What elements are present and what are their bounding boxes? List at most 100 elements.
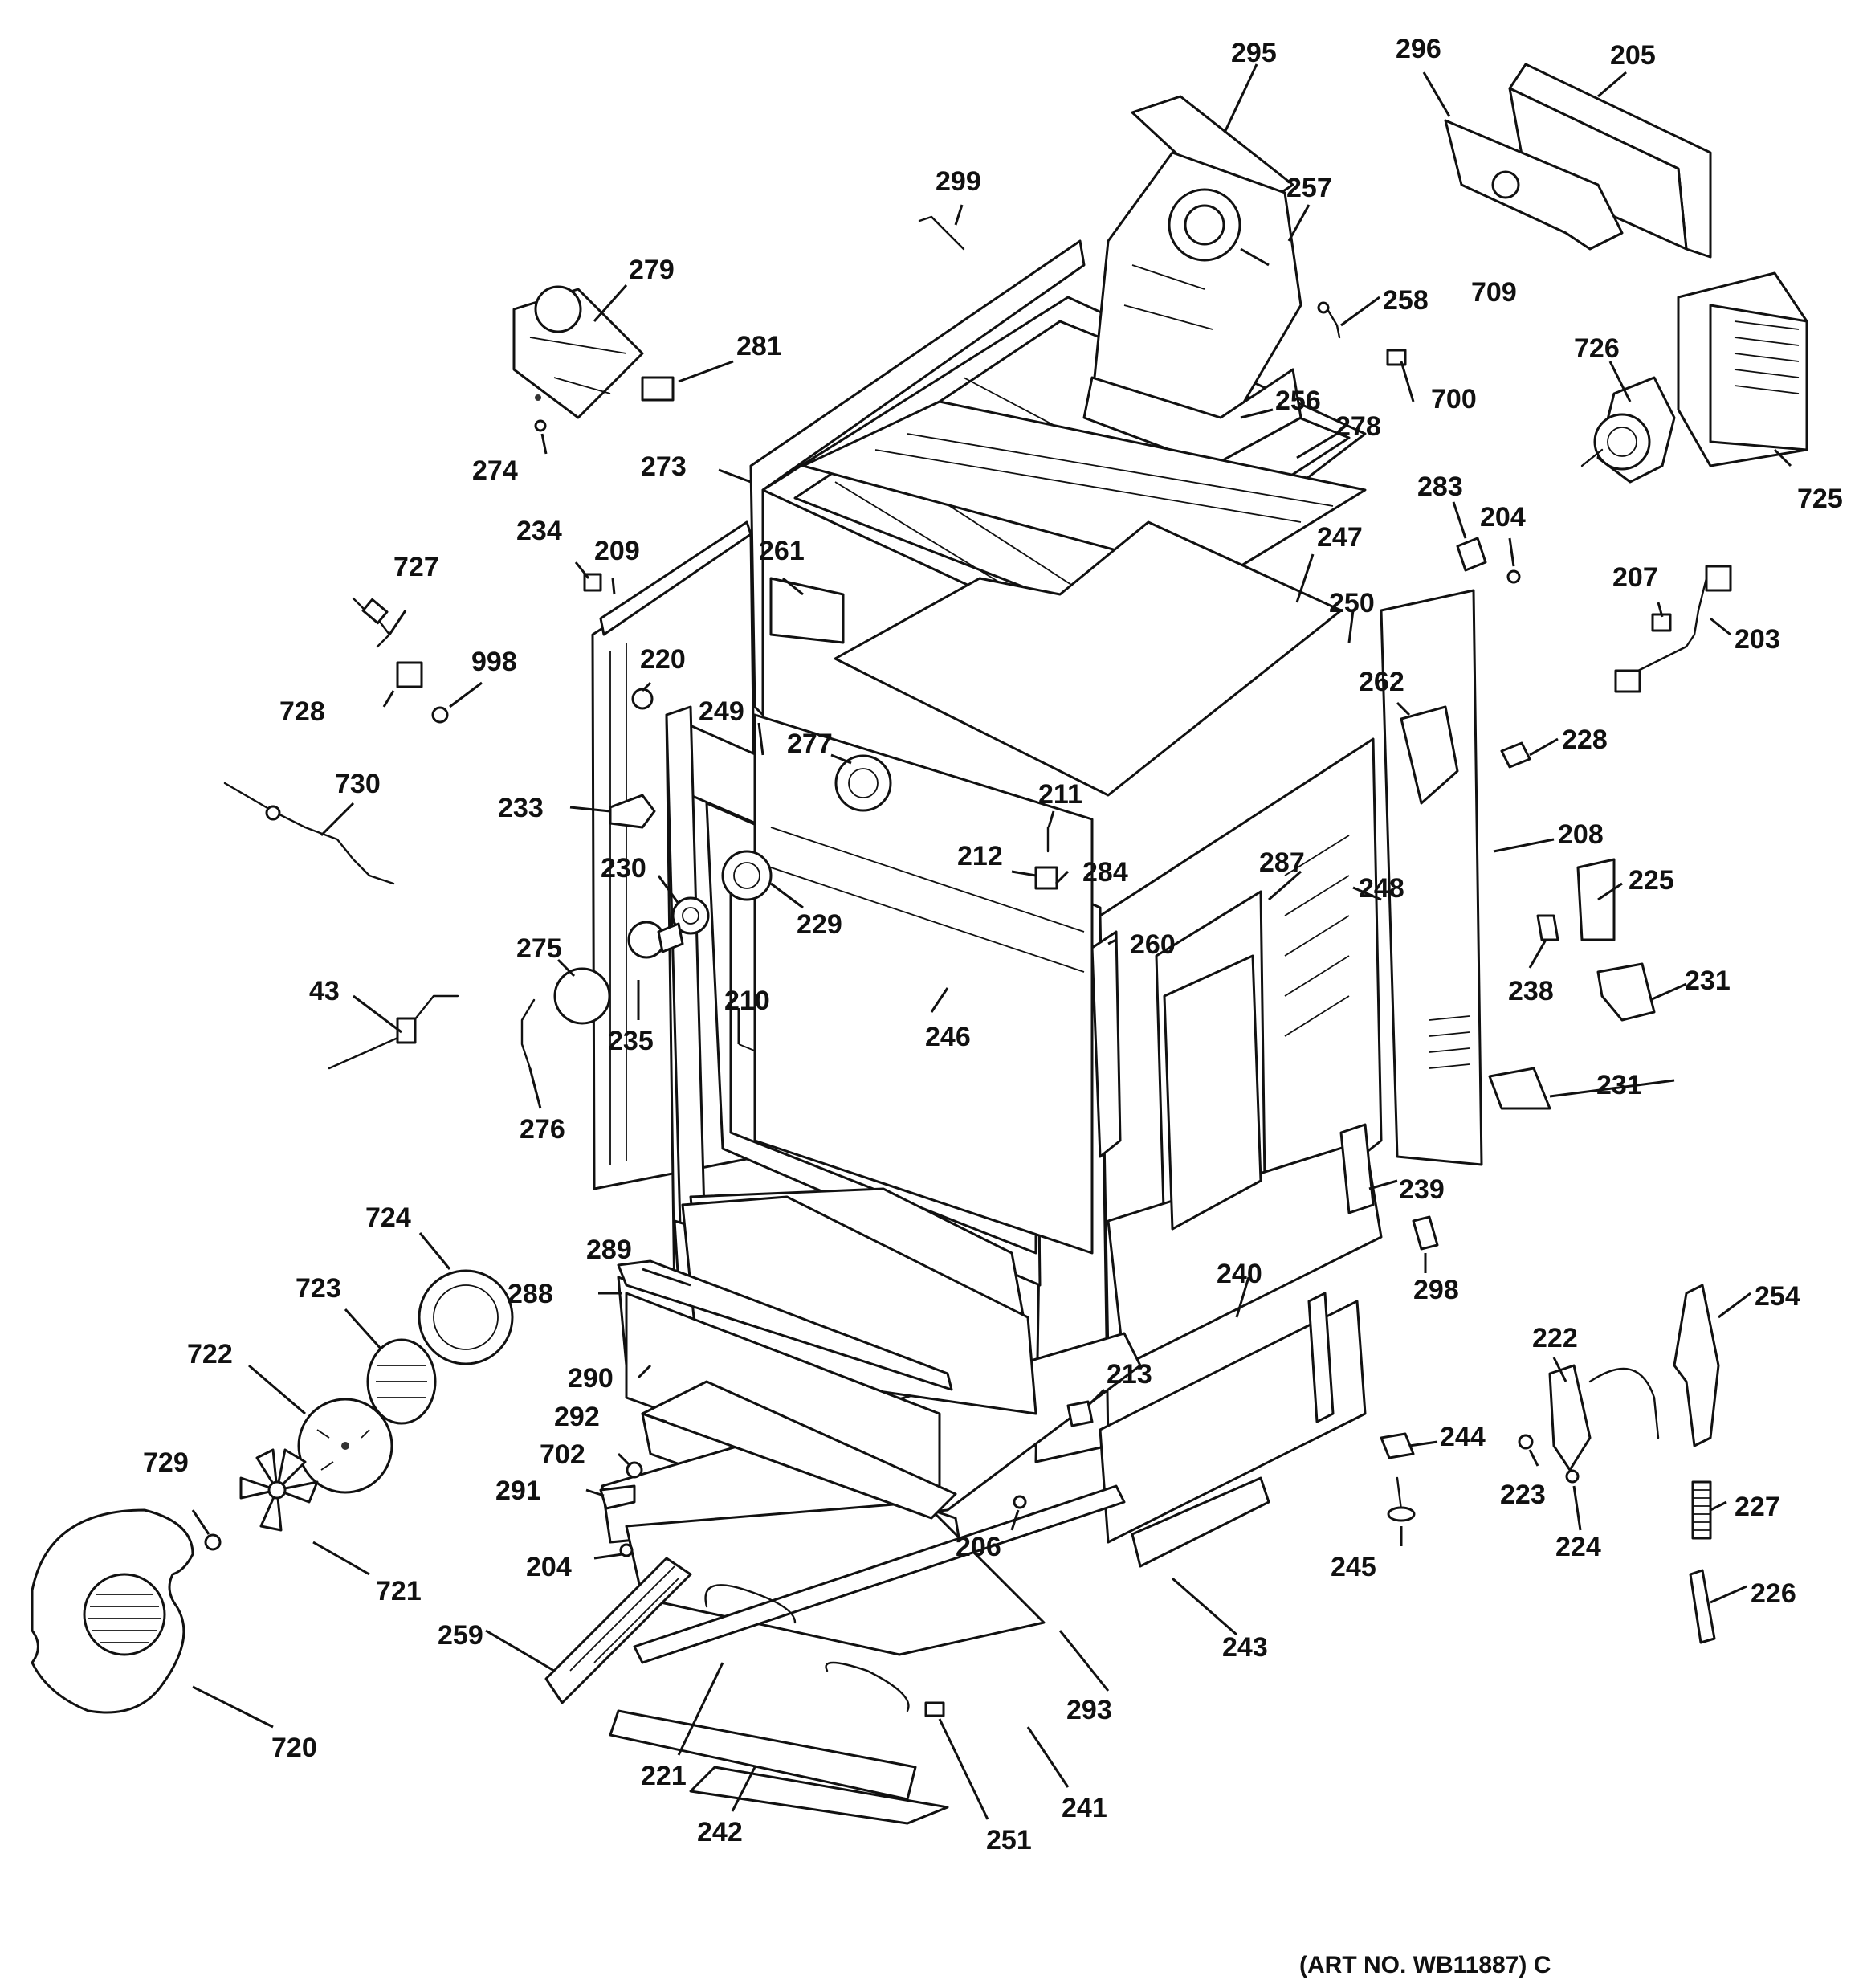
front-rail-243: [1131, 1476, 1270, 1568]
bake-element-221: [704, 1584, 910, 1712]
callout-43: 43: [309, 976, 340, 1006]
callout-724: 724: [365, 1202, 411, 1233]
gasket-724: [418, 1269, 514, 1365]
callout-730: 730: [335, 769, 381, 799]
callout-labels: 295 296 205 299 257 709 279 258 281 700 …: [143, 34, 1843, 1855]
callout-243: 243: [1222, 1632, 1268, 1663]
callout-295: 295: [1231, 38, 1277, 68]
convection-motor-726: [1580, 376, 1676, 484]
callout-299: 299: [936, 166, 981, 197]
callout-251: 251: [986, 1825, 1032, 1855]
callout-257: 257: [1286, 173, 1332, 203]
gasket-229: [721, 850, 773, 901]
callout-235: 235: [608, 1026, 654, 1056]
callout-293: 293: [1066, 1695, 1112, 1725]
clip-251: [924, 1701, 945, 1717]
callout-203: 203: [1735, 624, 1780, 655]
bracket-244: [1380, 1432, 1415, 1459]
callout-241: 241: [1062, 1793, 1107, 1823]
panel-240: [1307, 1292, 1335, 1423]
clip-238: [1536, 914, 1559, 941]
callout-700: 700: [1431, 384, 1477, 414]
bracket-291: [599, 1484, 636, 1510]
clip-283: [1456, 537, 1487, 572]
callout-213: 213: [1107, 1359, 1152, 1390]
callout-240: 240: [1217, 1259, 1262, 1289]
wire-727: [352, 597, 391, 648]
hinge-222: [1548, 1364, 1660, 1472]
bracket-213: [1066, 1400, 1094, 1427]
spring-227: [1691, 1480, 1712, 1540]
hinge-258: [1317, 301, 1341, 339]
callout-723: 723: [296, 1273, 341, 1304]
callout-211: 211: [1038, 779, 1082, 810]
callout-260: 260: [1130, 929, 1176, 960]
clip-700: [1386, 349, 1407, 366]
callout-204: 204: [1480, 502, 1526, 533]
nut-729: [204, 1533, 222, 1551]
callout-207: 207: [1612, 562, 1658, 593]
callout-229: 229: [797, 909, 842, 940]
callout-228: 228: [1562, 725, 1608, 755]
callout-261: 261: [759, 536, 805, 566]
callout-208: 208: [1558, 819, 1604, 850]
harness-203: [1614, 565, 1732, 693]
callout-702: 702: [540, 1439, 585, 1470]
probe-wire-730: [223, 782, 395, 885]
callout-279: 279: [629, 255, 675, 285]
callout-222: 222: [1532, 1323, 1578, 1353]
cover-728: [396, 661, 423, 688]
callout-283: 283: [1417, 471, 1463, 502]
callout-726: 726: [1574, 333, 1620, 364]
callout-728: 728: [279, 696, 325, 727]
callout-233: 233: [498, 793, 544, 823]
panel-239: [1339, 1123, 1375, 1214]
callout-209: 209: [594, 536, 640, 566]
sensor-43: [328, 994, 459, 1070]
callout-226: 226: [1751, 1578, 1796, 1609]
cover-287: [1163, 954, 1262, 1231]
callout-276: 276: [520, 1114, 565, 1145]
bracket-262: [1400, 705, 1459, 805]
callout-246: 246: [925, 1022, 971, 1052]
art-number: (ART NO. WB11887) C: [1299, 1952, 1551, 1978]
callout-239: 239: [1399, 1174, 1445, 1205]
rail-288: [617, 1259, 953, 1391]
slide-259: [544, 1557, 692, 1704]
callout-287: 287: [1259, 847, 1305, 878]
callout-231-b: 231: [1596, 1070, 1642, 1100]
screw-204-top: [1506, 569, 1521, 584]
grommet-220: [631, 688, 654, 710]
callout-709: 709: [1471, 277, 1517, 308]
callout-290: 290: [568, 1363, 614, 1394]
callout-206: 206: [956, 1532, 1001, 1562]
lamp-receptacle-230: [671, 896, 710, 935]
bulb-235: [627, 921, 684, 959]
insulation-261: [769, 577, 845, 644]
nut-702: [626, 1461, 643, 1479]
motor-housing-725: [1677, 271, 1808, 467]
vent-duct: [1082, 95, 1302, 467]
switch-281: [641, 376, 675, 402]
leader-lines: [191, 63, 1792, 1820]
bracket-231-a: [1596, 962, 1656, 1022]
hinge-254: [1673, 1284, 1720, 1447]
callout-249: 249: [699, 696, 744, 727]
link-226: [1689, 1569, 1716, 1644]
callout-291: 291: [495, 1476, 541, 1506]
callout-274: 274: [472, 455, 518, 486]
screw-223: [1518, 1434, 1534, 1450]
screw-274: [534, 419, 547, 432]
callout-720: 720: [271, 1733, 317, 1763]
callout-210: 210: [724, 986, 770, 1016]
callout-227: 227: [1735, 1492, 1780, 1522]
callout-234: 234: [516, 516, 562, 546]
socket-233: [609, 794, 656, 829]
callout-224: 224: [1555, 1532, 1601, 1562]
callout-721: 721: [376, 1576, 422, 1606]
callout-722: 722: [187, 1339, 233, 1370]
callout-298: 298: [1413, 1275, 1459, 1305]
screw-204-bottom: [619, 1543, 634, 1557]
panel-292: [641, 1380, 957, 1520]
